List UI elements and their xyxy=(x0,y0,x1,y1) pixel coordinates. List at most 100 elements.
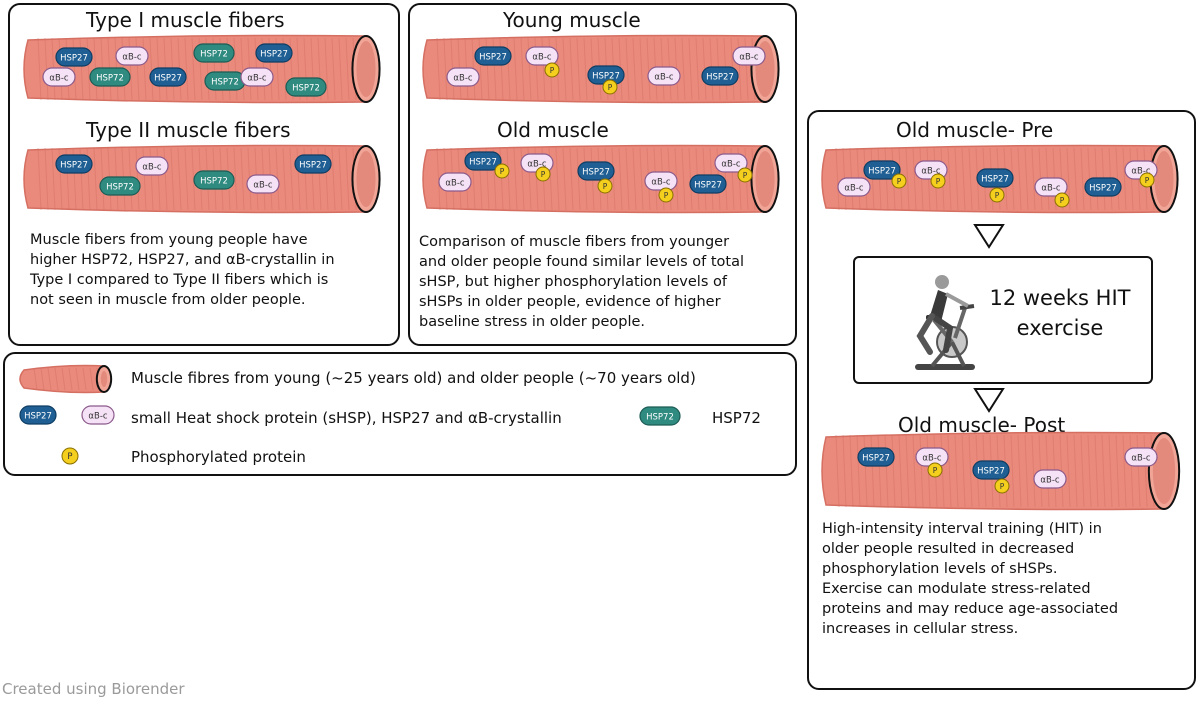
hsp27-protein: HSP27 xyxy=(149,67,187,87)
text-line: not seen in muscle from older people. xyxy=(30,292,306,308)
protein-label: αB-c xyxy=(253,181,273,191)
protein-label: HSP72 xyxy=(646,413,674,423)
protein-label: αB-c xyxy=(1131,454,1151,464)
phosphate-label: P xyxy=(500,167,505,176)
alpha-b-crystallin-protein: αB-c xyxy=(81,405,115,425)
phosphate-label: P xyxy=(933,466,938,475)
phosphate-marker: P xyxy=(602,79,618,95)
phosphate-label: P xyxy=(1060,196,1065,205)
protein-label: HSP72 xyxy=(200,177,228,187)
protein-label: HSP27 xyxy=(862,454,890,464)
protein-label: αB-c xyxy=(921,167,941,177)
protein-label: αB-c xyxy=(247,74,267,84)
phosphate-label: P xyxy=(936,177,941,186)
title-type-1: Type I muscle fibers xyxy=(86,8,285,32)
hsp72-protein: HSP72 xyxy=(204,71,246,91)
protein-label: HSP27 xyxy=(706,73,734,83)
phosphate-marker: P xyxy=(930,173,946,189)
alpha-b-crystallin-protein: αB-c xyxy=(42,67,76,87)
arrow-down-icon xyxy=(973,388,1005,413)
protein-label: HSP27 xyxy=(60,54,88,64)
hsp27-protein: HSP27 xyxy=(55,47,93,67)
protein-label: αB-c xyxy=(651,178,671,188)
protein-label: HSP72 xyxy=(96,74,124,84)
protein-label: αB-c xyxy=(922,454,942,464)
phosphate-marker: P xyxy=(61,447,79,465)
hsp27-protein: HSP27 xyxy=(19,405,57,425)
text-line: sHSP, but higher phosphorylation levels … xyxy=(419,274,727,290)
protein-label: HSP27 xyxy=(981,175,1009,185)
protein-label: HSP27 xyxy=(469,158,497,168)
protein-label: αB-c xyxy=(445,179,465,189)
title-type-2: Type II muscle fibers xyxy=(86,118,291,142)
protein-label: αB-c xyxy=(1041,184,1061,194)
protein-label: HSP27 xyxy=(60,161,88,171)
alpha-b-crystallin-protein: αB-c xyxy=(246,174,280,194)
protein-label: HSP27 xyxy=(977,467,1005,477)
legend-shsp-text: small Heat shock protein (sHSP), HSP27 a… xyxy=(131,409,562,427)
text-line: Muscle fibers from young people have xyxy=(30,232,308,248)
biorender-credit: Created using Biorender xyxy=(2,680,185,698)
protein-label: HSP27 xyxy=(299,161,327,171)
phosphate-marker: P xyxy=(658,187,674,203)
protein-label: αB-c xyxy=(1040,476,1060,486)
legend-phospho-text: Phosphorylated protein xyxy=(131,448,306,466)
phosphate-label: P xyxy=(608,83,613,92)
protein-label: HSP27 xyxy=(260,50,288,60)
legend-hsp72-swatch: HSP72 xyxy=(639,406,681,426)
protein-label: αB-c xyxy=(453,74,473,84)
hsp27-protein: HSP27 xyxy=(1084,177,1122,197)
protein-label: αB-c xyxy=(654,73,674,83)
text-line: sHSPs in older people, evidence of highe… xyxy=(419,294,721,310)
hsp27-protein: HSP27 xyxy=(701,66,739,86)
hsp72-protein: HSP72 xyxy=(639,406,681,426)
hit-line-2: exercise xyxy=(1016,316,1104,340)
legend-fiber-swatch xyxy=(12,363,122,395)
text-line: Type I compared to Type II fibers which … xyxy=(30,272,329,288)
phosphate-marker: P xyxy=(494,163,510,179)
alpha-b-crystallin-protein: αB-c xyxy=(1033,469,1067,489)
alpha-b-crystallin-protein: αB-c xyxy=(732,46,766,66)
protein-label: αB-c xyxy=(739,53,759,63)
alpha-b-crystallin-protein: αB-c xyxy=(647,66,681,86)
hsp27-protein: HSP27 xyxy=(294,154,332,174)
phosphate-label: P xyxy=(541,170,546,179)
arrow-down-icon xyxy=(973,224,1005,249)
protein-label: HSP27 xyxy=(582,168,610,178)
panel-1-description: Muscle fibers from young people have hig… xyxy=(30,230,385,310)
hsp27-protein: HSP27 xyxy=(857,447,895,467)
protein-label: αB-c xyxy=(122,53,142,63)
text-line: proteins and may reduce age-associated xyxy=(822,601,1119,617)
protein-label: αB-c xyxy=(142,163,162,173)
alpha-b-crystallin-protein: αB-c xyxy=(240,67,274,87)
hsp72-protein: HSP72 xyxy=(193,170,235,190)
hsp27-protein: HSP27 xyxy=(689,174,727,194)
text-line: High-intensity interval training (HIT) i… xyxy=(822,521,1102,537)
alpha-b-crystallin-protein: αB-c xyxy=(644,171,678,191)
legend-hsp72-text: HSP72 xyxy=(712,409,761,427)
phosphate-marker: P xyxy=(989,187,1005,203)
alpha-b-crystallin-protein: αB-c xyxy=(714,153,748,173)
alpha-b-crystallin-protein: αB-c xyxy=(446,67,480,87)
panel-2-description: Comparison of muscle fibers from younger… xyxy=(419,232,783,332)
hit-line-1: 12 weeks HIT xyxy=(989,286,1131,310)
protein-label: αB-c xyxy=(49,74,69,84)
hsp27-protein: HSP27 xyxy=(255,43,293,63)
title-old-pre: Old muscle- Pre xyxy=(896,118,1054,142)
protein-label: αB-c xyxy=(532,53,552,63)
protein-label: HSP27 xyxy=(1089,184,1117,194)
alpha-b-crystallin-protein: αB-c xyxy=(1124,447,1158,467)
text-line: baseline stress in older people. xyxy=(419,314,646,330)
phosphate-marker: P xyxy=(737,167,753,183)
exercise-bike-icon xyxy=(915,275,975,370)
fiber-body xyxy=(19,364,113,394)
title-old-muscle: Old muscle xyxy=(497,118,609,142)
hsp72-protein: HSP72 xyxy=(89,67,131,87)
alpha-b-crystallin-protein: αB-c xyxy=(115,46,149,66)
phosphate-label: P xyxy=(897,177,902,186)
protein-label: αB-c xyxy=(1131,167,1151,177)
phosphate-label: P xyxy=(743,171,748,180)
